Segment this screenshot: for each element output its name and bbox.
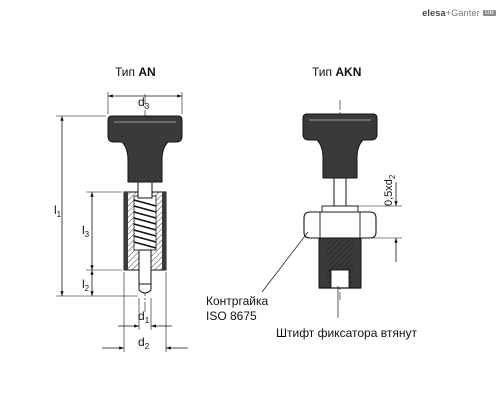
- dim-d1-label: d1: [138, 309, 150, 325]
- dim-stroke-label: 0,5xd2: [383, 174, 397, 206]
- view-an: Тип AN d3 l1 l3: [54, 65, 188, 352]
- view-akn: Тип AKN 0,5xd2 Контргайка ISO 8675 Ш: [206, 65, 417, 340]
- label-pin-retracted: Штифт фиксатора втянут: [276, 326, 417, 340]
- leader-lock-nut: [261, 231, 309, 293]
- label-lock-nut-2: ISO 8675: [206, 309, 257, 323]
- akn-nut-collar: [321, 205, 359, 213]
- an-knob: [107, 115, 183, 183]
- dim-d2-label: d2: [138, 335, 150, 351]
- label-lock-nut-1: Контргайка: [206, 294, 268, 308]
- akn-bottom-slot: [330, 269, 350, 289]
- dim-l1-label: l1: [54, 203, 62, 219]
- view-akn-title: Тип AKN: [312, 65, 361, 79]
- logo-separator: +: [445, 8, 452, 18]
- logo-brand: elesa: [422, 8, 446, 18]
- akn-lock-nut: [303, 211, 377, 239]
- dim-l3-label: l3: [82, 223, 90, 239]
- logo-badge: GB: [482, 10, 496, 16]
- logo-partner: Ganter: [451, 8, 480, 18]
- akn-knob: [302, 113, 378, 179]
- dim-d3-label: d3: [138, 95, 150, 111]
- dim-l2-label: l2: [82, 277, 90, 293]
- an-pin: [138, 249, 152, 285]
- an-thread-right: [162, 192, 166, 270]
- an-pin-tip: [138, 283, 152, 294]
- view-an-title: Тип AN: [115, 65, 156, 79]
- an-thread-left: [124, 192, 128, 270]
- akn-shaft: [333, 177, 347, 207]
- an-spring: [133, 199, 157, 249]
- an-upper-shaft: [137, 181, 153, 199]
